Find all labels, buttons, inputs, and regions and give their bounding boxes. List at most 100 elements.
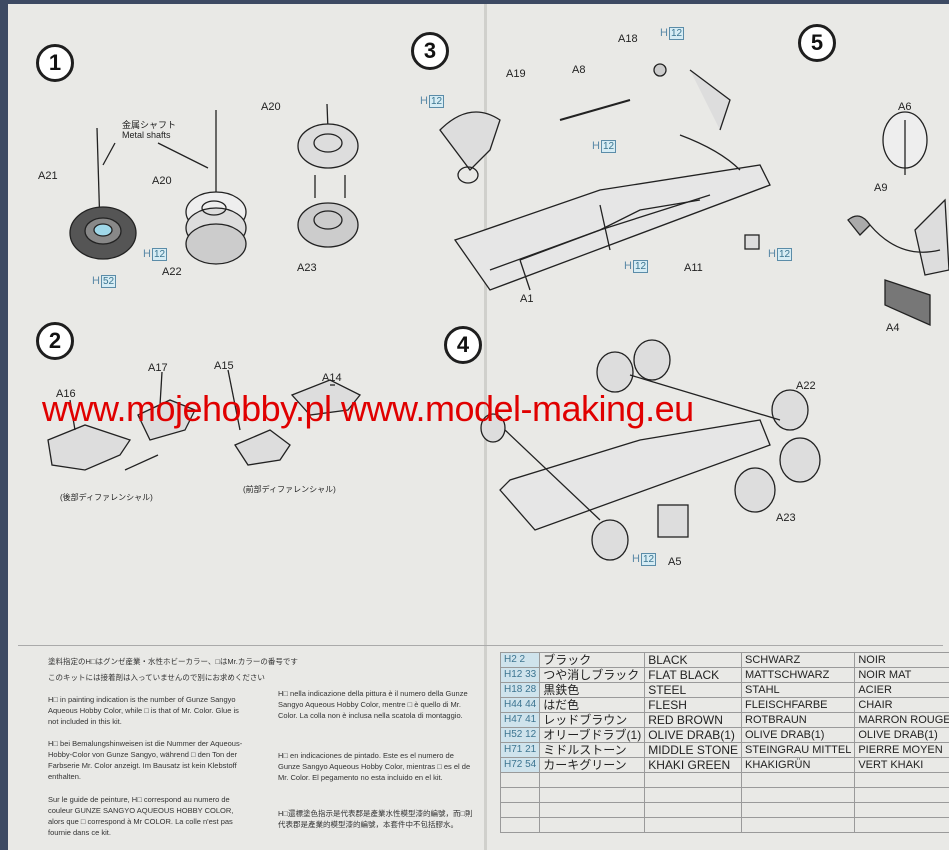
color-cell-en: OLIVE DRAB(1) [644, 727, 742, 743]
color-cell-en: RED BROWN [644, 712, 742, 728]
note-spanish: H□ en indicaciones de pintado. Este es e… [278, 751, 471, 782]
rear-differential-label: (後部ディファレンシャル) [60, 493, 153, 502]
color-cell-de: STEINGRAU MITTEL [740, 742, 856, 758]
step3-drawing [439, 63, 771, 291]
color-cell-en: FLAT BLACK [644, 667, 742, 683]
color-cell-de: KHAKIGRÜN [740, 757, 856, 773]
color-cell-de: FLEISCHFARBE [740, 697, 856, 713]
metal-shafts-label-jp: 金属シャフト [122, 120, 177, 130]
color-cell-de: SCHWARZ [740, 652, 856, 668]
color-cell-codes: H2 2 [499, 652, 541, 668]
color-cell-codes: H18 28 [499, 682, 541, 698]
color-cell-de: MATTSCHWARZ [740, 667, 856, 683]
color-cell-fr: NOIR MAT [854, 667, 949, 683]
color-cell-de: ROTBRAUN [740, 712, 856, 728]
color-cell-codes: H71 21 [499, 742, 541, 758]
color-cell-en: FLESH [644, 697, 742, 713]
color-cell-en: BLACK [644, 652, 742, 668]
part-a19-label: A19 [506, 68, 526, 80]
color-cell-en: MIDDLE STONE [644, 742, 742, 758]
part-a15-label: A15 [214, 360, 234, 372]
part-a22-label-step4: A22 [796, 380, 816, 392]
watermark-text: www.mojehobby.pl www.model-making.eu [42, 388, 694, 429]
color-cell-fr: CHAIR [854, 697, 949, 713]
color-row-empty [499, 817, 949, 833]
part-a21-label: A21 [38, 170, 58, 182]
part-a6-label: A6 [898, 101, 912, 113]
front-differential-label: (前部ディファレンシャル) [243, 485, 336, 494]
part-a23-label: A23 [297, 262, 317, 274]
step-number-1: 1 [36, 44, 74, 82]
step-number-5: 5 [798, 24, 836, 62]
color-cell-codes: H47 41 [499, 712, 541, 728]
part-a11-label: A11 [684, 262, 703, 274]
color-cell-en: STEEL [644, 682, 742, 698]
color-row-empty [499, 787, 949, 803]
color-cell-jp: つや消しブラック [539, 667, 646, 683]
note-italian: H□ nella indicazione della pittura è il … [278, 689, 468, 720]
color-cell-codes: H72 54 [499, 757, 541, 773]
color-cell-jp: オリーブドラブ(1) [539, 727, 646, 743]
note-german: H□ bei Bemalungshinweisen ist die Nummer… [48, 739, 243, 781]
part-a9-label: A9 [874, 182, 888, 194]
color-cell-en: KHAKI GREEN [644, 757, 742, 773]
part-a4-label: A4 [886, 322, 900, 334]
section-divider [18, 645, 943, 646]
metal-shafts-label-en: Metal shafts [122, 130, 171, 140]
color-cell-fr: MARRON ROUGE [854, 712, 949, 728]
part-a5-label: A5 [668, 556, 682, 568]
color-cell-jp: ブラック [539, 652, 646, 668]
note-english: H□ in painting indication is the number … [48, 695, 239, 726]
color-row-empty [499, 802, 949, 818]
part-a22-label: A22 [162, 266, 182, 278]
part-a20-label-1: A20 [152, 175, 172, 187]
color-cell-fr: ACIER [854, 682, 949, 698]
step-number-3: 3 [411, 32, 449, 70]
note-japanese-1: 塗料指定のH□はグンゼ産業・水性ホビーカラー、□はMr.カラーの番号です [48, 657, 298, 666]
color-cell-jp: はだ色 [539, 697, 646, 713]
part-a16-label: A16 [56, 388, 76, 400]
color-cell-jp: レッドブラウン [539, 712, 646, 728]
part-a20-label-2: A20 [261, 101, 281, 113]
note-french: Sur le guide de peinture, H□ correspond … [48, 795, 234, 837]
color-cell-codes: H12 33 [499, 667, 541, 683]
note-japanese-2: このキットには接着剤は入っていませんので別にお求めください [48, 673, 265, 682]
note-chinese: H□還標塗色指示是代表郡是產業水性模型漆的編號，而□則代表郡是產業的模型漆的編號… [278, 809, 473, 829]
step5-drawing [847, 111, 949, 327]
step1-drawing [69, 103, 359, 265]
step4-drawing [480, 339, 821, 561]
part-a14-label: A14 [322, 372, 342, 384]
part-a18-label: A18 [618, 33, 638, 45]
color-cell-de: STAHL [740, 682, 856, 698]
part-a8-label: A8 [572, 64, 586, 76]
color-cell-jp: ミドルストーン [539, 742, 646, 758]
color-cell-de: OLIVE DRAB(1) [740, 727, 856, 743]
color-cell-fr: PIERRE MOYEN [854, 742, 949, 758]
step2-drawing [47, 369, 362, 471]
part-a17-label: A17 [148, 362, 168, 374]
color-cell-fr: NOIR [854, 652, 949, 668]
part-a23-label-step4: A23 [776, 512, 796, 524]
step-number-4: 4 [444, 326, 482, 364]
color-row-empty [499, 772, 949, 788]
color-cell-jp: 黒鉄色 [539, 682, 646, 698]
part-a1-label: A1 [520, 293, 534, 305]
step-number-2: 2 [36, 322, 74, 360]
color-cell-codes: H44 44 [499, 697, 541, 713]
